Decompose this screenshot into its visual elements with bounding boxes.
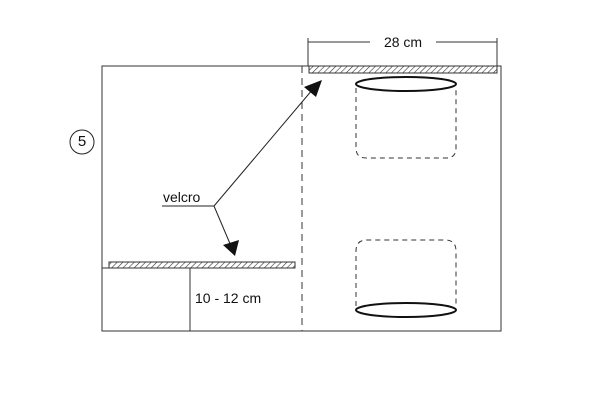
cylinder-bottom bbox=[355, 239, 457, 318]
velcro-strip-top bbox=[308, 65, 498, 74]
arrowhead-bottom bbox=[223, 240, 239, 256]
width-label: 28 cm bbox=[383, 34, 423, 50]
arrowhead-top bbox=[304, 80, 322, 97]
height-label: 10 - 12 cm bbox=[195, 290, 262, 306]
velcro-strip-left bbox=[108, 261, 296, 269]
velcro-leader bbox=[162, 80, 322, 256]
step-number: 5 bbox=[77, 133, 87, 150]
velcro-label: velcro bbox=[163, 189, 201, 205]
step-number-circle bbox=[69, 129, 95, 155]
width-dimension bbox=[307, 38, 498, 66]
cylinder-top bbox=[355, 76, 457, 159]
